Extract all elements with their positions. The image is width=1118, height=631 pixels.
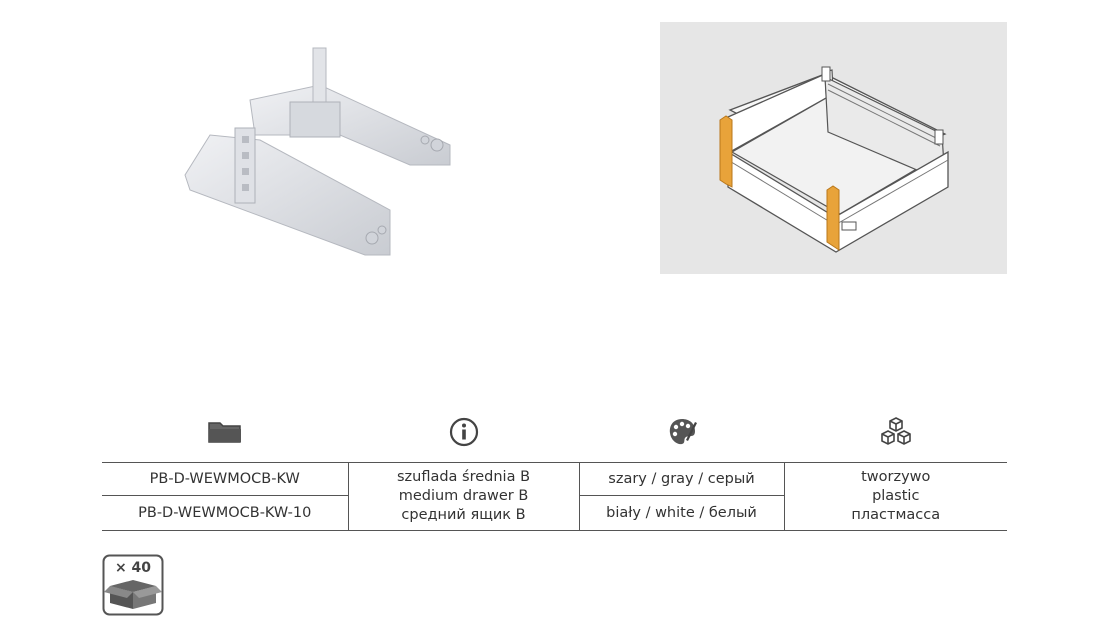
product-code: PB-D-WEWMOCB-KW xyxy=(102,462,349,496)
drawer-illustration xyxy=(660,22,1007,274)
material-en: plastic xyxy=(872,488,920,504)
spec-table: PB-D-WEWMOCB-KW szuflada średnia B mediu… xyxy=(102,462,1007,531)
product-material: tworzywo plastic пластмасса xyxy=(783,462,1007,531)
package-quantity: × 40 xyxy=(114,560,152,576)
box-icon xyxy=(102,554,164,616)
palette-icon xyxy=(579,412,784,452)
icon-header-row xyxy=(102,412,1007,452)
product-photo xyxy=(180,40,470,270)
product-color: szary / gray / серый xyxy=(578,462,785,496)
info-icon xyxy=(348,412,579,452)
product-color: biały / white / белый xyxy=(578,495,785,531)
package-quantity-badge: × 40 xyxy=(102,554,164,616)
table-row: PB-D-WEWMOCB-KW szuflada średnia B mediu… xyxy=(102,462,1007,531)
material-ru: пластмасса xyxy=(851,507,941,523)
cubes-icon xyxy=(784,412,1007,452)
description-en: medium drawer B xyxy=(398,488,529,504)
product-description: szuflada średnia B medium drawer B средн… xyxy=(347,462,580,531)
table-row: PB-D-WEWMOCB-KW-10 biały / white / белый xyxy=(102,495,1007,531)
description-ru: средний ящик B xyxy=(401,507,526,523)
product-code: PB-D-WEWMOCB-KW-10 xyxy=(102,495,349,531)
material-pl: tworzywo xyxy=(861,469,931,485)
description-pl: szuflada średnia B xyxy=(396,469,531,485)
folder-icon xyxy=(102,412,348,452)
